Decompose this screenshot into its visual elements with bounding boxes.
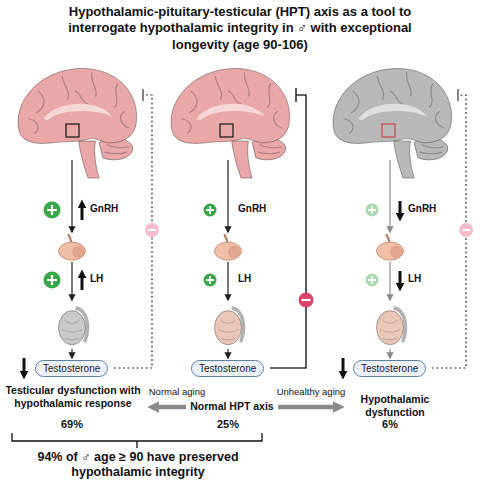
change-arrows — [24, 201, 400, 376]
hormone-name: Testosterone — [199, 363, 256, 374]
outcome-label: Normal HPT axis — [182, 400, 282, 413]
percentage: 6% — [360, 418, 420, 431]
bracket — [12, 433, 262, 448]
pituitary — [377, 234, 404, 260]
hypothalamus-box — [220, 124, 233, 137]
percentage: 69% — [42, 418, 102, 431]
hormone-label: GnRH — [408, 203, 448, 215]
brain-right — [333, 68, 452, 178]
pathway-arrows-faded — [389, 160, 390, 358]
hypothalamus-box — [382, 124, 395, 137]
testis — [215, 308, 244, 345]
hormone-box: Testosterone — [353, 360, 426, 377]
hormone-box: Testosterone — [35, 360, 108, 377]
transition-label: Unhealthy aging — [270, 386, 352, 397]
hormone-name: Testosterone — [361, 363, 418, 374]
hypothalamus-box — [66, 124, 79, 137]
brain-center — [171, 68, 290, 178]
outcome-label: Testicular dysfunction with hypothalamic… — [2, 384, 144, 409]
transition-label: Normal aging — [146, 386, 208, 397]
hormone-label: GnRH — [238, 203, 278, 215]
hormone-name: Testosterone — [43, 363, 100, 374]
brain-left — [18, 68, 137, 178]
hormone-label: LH — [238, 273, 268, 285]
testis — [59, 308, 88, 345]
hormone-label: LH — [408, 273, 438, 285]
hormone-box: Testosterone — [191, 360, 264, 377]
stimulation-sign — [44, 202, 379, 289]
pathway-arrows — [72, 160, 228, 358]
testis — [377, 308, 406, 345]
hormone-label: LH — [90, 273, 120, 285]
pituitary — [215, 234, 242, 260]
pituitary — [59, 234, 86, 260]
inhibition-sign — [145, 223, 473, 308]
outcome-label: Hypothalamic dysfunction — [345, 393, 445, 418]
feedback-loop — [114, 88, 466, 368]
percentage: 25% — [198, 418, 258, 431]
summary-note: 94% of ♂ age ≥ 90 have preserved hypotha… — [6, 450, 270, 480]
hormone-label: GnRH — [90, 203, 130, 215]
figure-title: Hypothalamic-pituitary-testicular (HPT) … — [58, 4, 422, 53]
